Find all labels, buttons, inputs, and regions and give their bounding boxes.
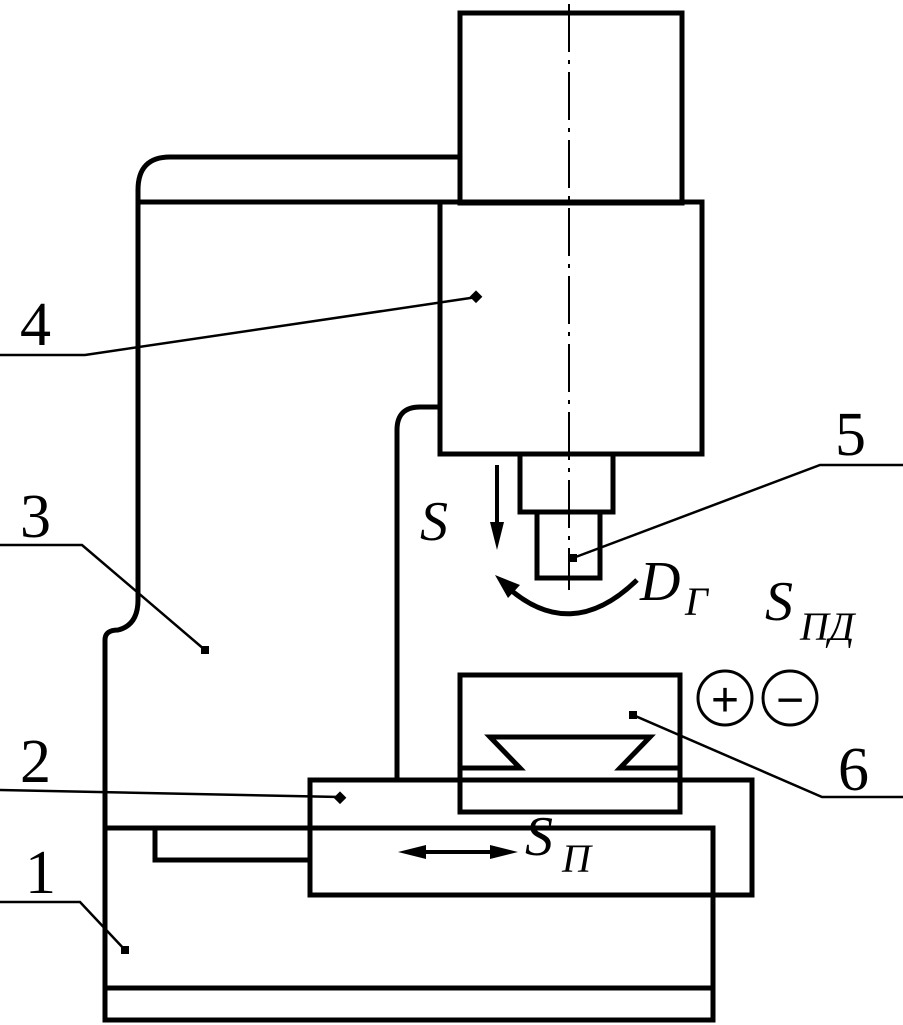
label-2: 2 [20,728,51,796]
part-numbers: 4 3 2 1 5 6 [20,291,869,907]
column-throat [394,404,440,780]
leader-dots [121,290,637,954]
cross-slide [307,777,755,898]
rotation-arc-head [495,575,520,598]
dot-4 [469,290,483,304]
sp-sub: П [561,836,593,881]
label-6: 6 [838,736,869,804]
minus-sign: − [776,674,804,727]
feed-arrow-vertical [490,465,504,550]
table-dovetail [460,734,680,771]
label-3: 3 [20,483,51,551]
leader-1 [0,900,126,951]
hfeed-head-left [398,845,426,859]
dot-6 [629,711,637,719]
label-5: 5 [835,401,866,469]
slide-body [307,777,755,898]
spindle-quill [517,451,616,515]
column-outer-contour [102,154,460,828]
dot-2 [333,791,347,805]
dot-1 [121,946,129,954]
column-part [102,154,460,828]
rotation-arc [495,575,639,617]
leader-2 [0,788,341,799]
leader-5 [572,463,903,560]
spd-label: S [765,571,793,633]
table-outline [457,672,683,815]
spindle-head [437,199,705,457]
dot-5 [569,554,577,562]
rotation-d-label: D [639,551,680,613]
leader-lines [0,295,903,951]
spd-sub: ПД [799,604,857,649]
spindle-tool [517,451,616,581]
leader-4 [0,295,478,357]
plus-minus-symbols: + − [696,669,819,727]
sp-label: S [525,806,553,868]
leader-3 [0,543,206,651]
feed-arrow-head [490,522,504,550]
feed-arrow-horizontal [398,845,518,859]
label-1: 1 [25,839,56,907]
dot-3 [201,646,209,654]
hfeed-head-right [490,845,518,859]
slide-guide [152,828,310,863]
minus-circle [761,669,819,727]
work-table [457,672,683,815]
rotation-d-sub: Г [684,579,710,624]
plus-sign: + [711,674,739,727]
label-4: 4 [20,291,51,359]
feed-s-label: S [420,491,448,553]
plus-circle [696,669,754,727]
leader-6 [632,713,903,799]
base-outline [102,825,716,1023]
rotation-arc-path [503,578,639,617]
motor-block [457,10,685,206]
base-part [102,825,716,1023]
